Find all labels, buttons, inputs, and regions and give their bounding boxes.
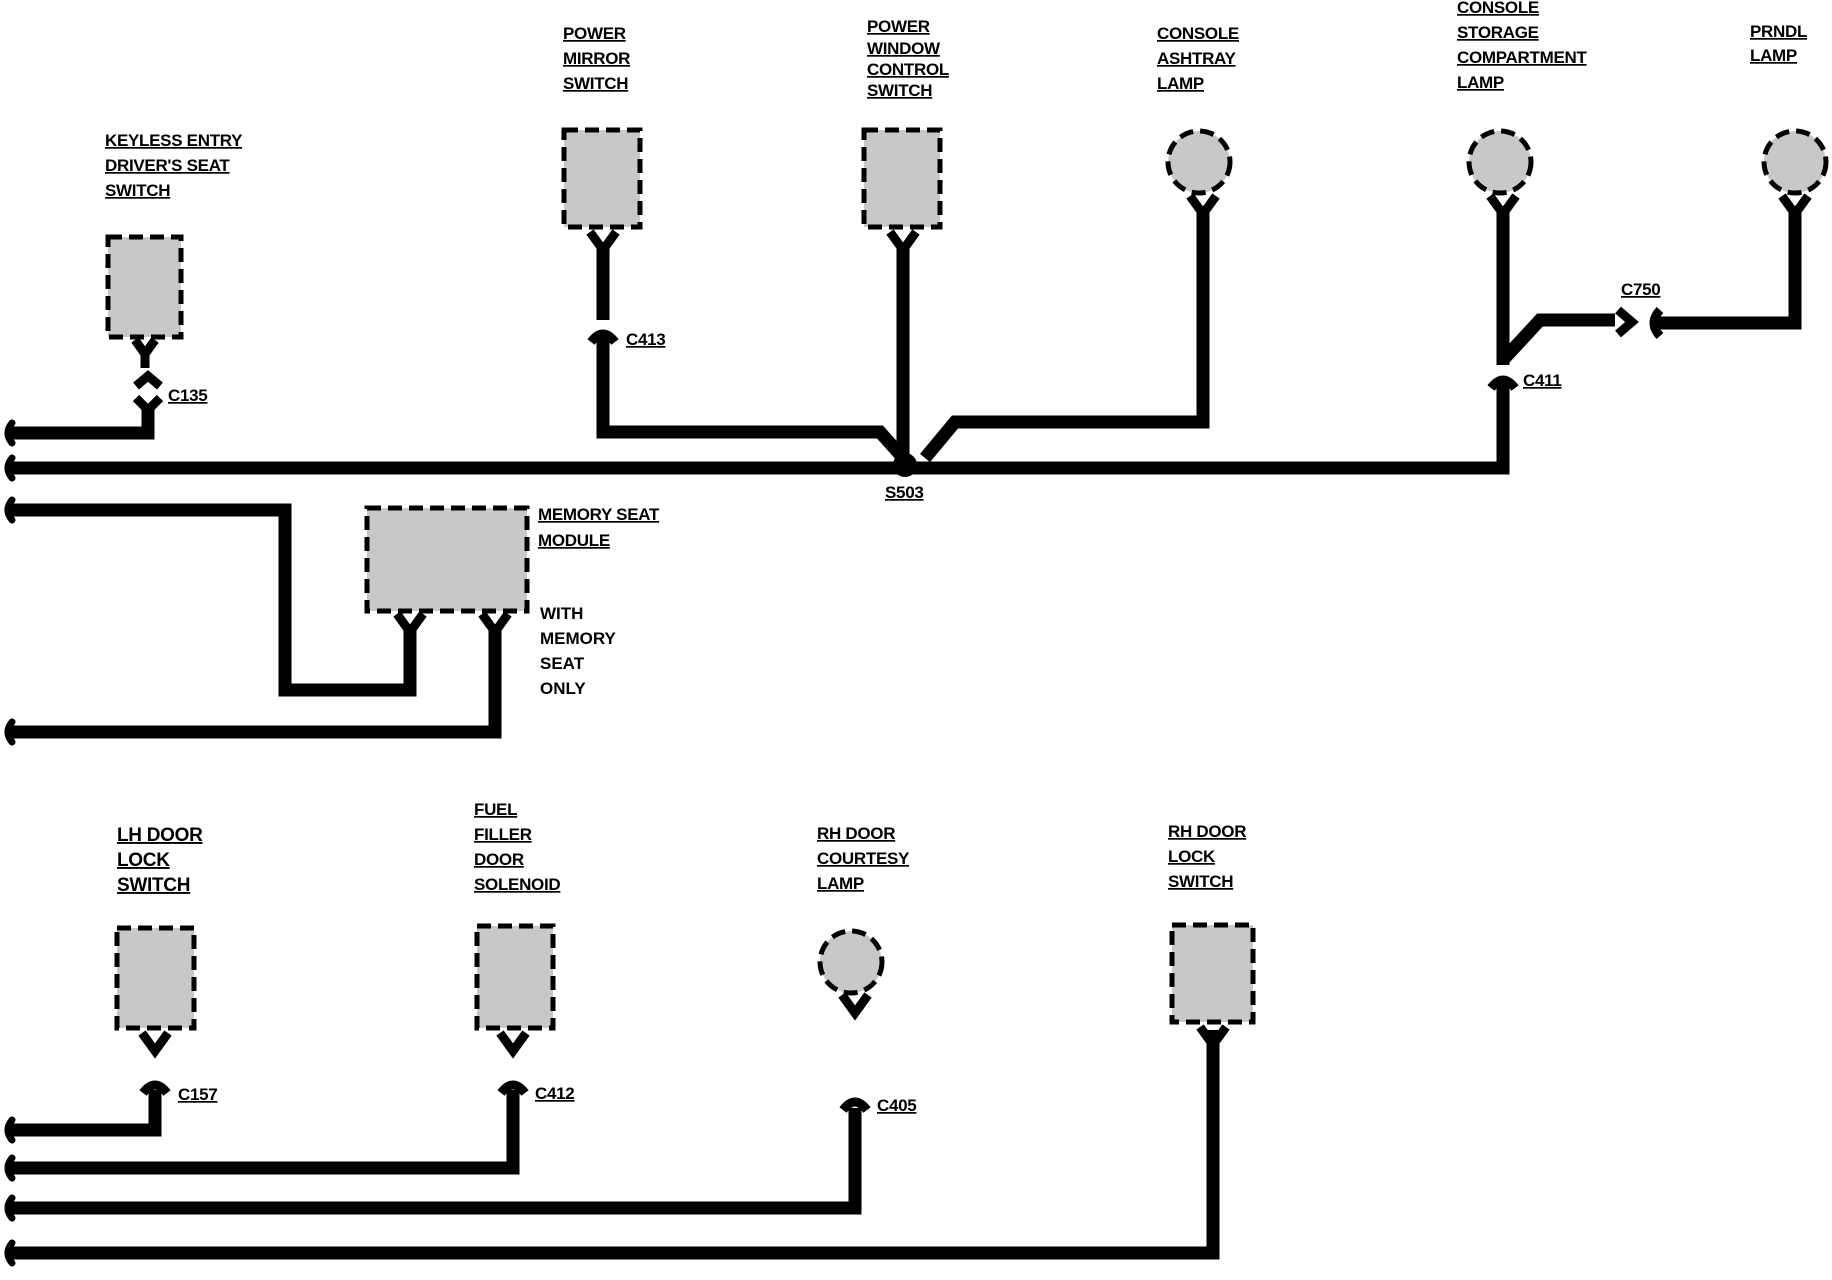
splice-label-s503: S503	[885, 483, 924, 502]
splice-s503-dot	[893, 453, 917, 477]
fuel-filler-solenoid-box	[474, 923, 556, 1031]
wire-branch-c750	[1498, 313, 1615, 365]
connector-label-c411: C411	[1523, 371, 1562, 390]
svg-text:LOCK: LOCK	[117, 850, 170, 871]
svg-text:ONLY: ONLY	[540, 679, 586, 698]
label-console-ashtray: CONSOLE ASHTRAY LAMP	[1157, 24, 1239, 93]
svg-text:SWITCH: SWITCH	[105, 181, 170, 200]
svg-text:MEMORY SEAT: MEMORY SEAT	[538, 505, 660, 524]
svg-text:DRIVER'S SEAT: DRIVER'S SEAT	[105, 156, 230, 175]
label-memory-seat: MEMORY SEAT MODULE	[538, 505, 660, 550]
power-window-switch-box	[861, 127, 943, 230]
label-console-storage: CONSOLE STORAGE COMPARTMENT LAMP	[1457, 0, 1588, 92]
label-keyless-entry: KEYLESS ENTRY DRIVER'S SEAT SWITCH	[105, 131, 243, 200]
wire-memory-seat-a	[10, 503, 417, 697]
label-rh-door-lock: RH DOOR LOCK SWITCH	[1168, 822, 1247, 891]
svg-text:MEMORY: MEMORY	[540, 629, 617, 648]
connector-label-c413: C413	[626, 330, 665, 349]
svg-text:SOLENOID: SOLENOID	[474, 875, 560, 894]
wire-power-mirror-lower	[596, 335, 910, 465]
svg-text:KEYLESS ENTRY: KEYLESS ENTRY	[105, 131, 243, 150]
svg-text:SWITCH: SWITCH	[117, 875, 190, 896]
connector-symbols	[132, 306, 1664, 1113]
label-rh-door-courtesy: RH DOOR COURTESY LAMP	[817, 824, 910, 893]
rh-door-courtesy-lamp-bulb	[817, 928, 885, 996]
svg-text:ASHTRAY: ASHTRAY	[1157, 49, 1236, 68]
svg-text:RH DOOR: RH DOOR	[1168, 822, 1246, 841]
wire-s503-to-c411	[905, 380, 1510, 475]
svg-text:FUEL: FUEL	[474, 800, 517, 819]
wire-rh-door-lock	[10, 1030, 1220, 1260]
console-ashtray-lamp-bulb	[1165, 128, 1233, 196]
wire-console-ashtray	[920, 208, 1210, 463]
keyless-entry-switch-box	[105, 234, 184, 340]
svg-text:SEAT: SEAT	[540, 654, 585, 673]
svg-text:LAMP: LAMP	[1750, 46, 1797, 65]
svg-text:COURTESY: COURTESY	[817, 849, 910, 868]
label-fuel-filler: FUEL FILLER DOOR SOLENOID	[474, 800, 561, 894]
svg-text:CONSOLE: CONSOLE	[1457, 0, 1539, 17]
svg-text:LAMP: LAMP	[1457, 73, 1504, 92]
svg-text:DOOR: DOOR	[474, 850, 524, 869]
svg-text:POWER: POWER	[867, 17, 930, 36]
lh-door-lock-switch-box	[114, 925, 197, 1031]
power-mirror-switch-box	[561, 127, 643, 230]
component-pins	[131, 193, 1812, 1059]
svg-text:LAMP: LAMP	[1157, 74, 1204, 93]
svg-text:SWITCH: SWITCH	[867, 81, 932, 100]
connector-label-c405: C405	[877, 1096, 916, 1115]
svg-text:WINDOW: WINDOW	[867, 39, 941, 58]
console-storage-lamp-bulb	[1466, 128, 1534, 196]
rh-door-lock-switch-box	[1169, 922, 1256, 1025]
connector-label-c157: C157	[178, 1085, 217, 1104]
svg-text:LOCK: LOCK	[1168, 847, 1216, 866]
svg-text:STORAGE: STORAGE	[1457, 23, 1539, 42]
svg-text:PRNDL: PRNDL	[1750, 22, 1807, 41]
svg-text:WITH: WITH	[540, 604, 583, 623]
label-power-window: POWER WINDOW CONTROL SWITCH	[867, 17, 949, 100]
svg-text:COMPARTMENT: COMPARTMENT	[1457, 48, 1587, 67]
label-prndl: PRNDL LAMP	[1750, 22, 1807, 65]
svg-text:FILLER: FILLER	[474, 825, 532, 844]
svg-text:SWITCH: SWITCH	[563, 74, 628, 93]
wire-fuel-filler	[10, 1090, 520, 1175]
svg-text:RH DOOR: RH DOOR	[817, 824, 895, 843]
wire-continuation-hooks	[4, 419, 16, 1267]
wire-rh-door-courtesy	[10, 1108, 862, 1215]
svg-text:CONSOLE: CONSOLE	[1157, 24, 1239, 43]
svg-text:SWITCH: SWITCH	[1168, 872, 1233, 891]
wire-memory-seat-b	[10, 625, 502, 739]
connector-label-c750: C750	[1621, 280, 1660, 299]
label-lh-door-lock: LH DOOR LOCK SWITCH	[117, 825, 203, 896]
svg-text:LH DOOR: LH DOOR	[117, 825, 203, 846]
prndl-lamp-bulb	[1761, 128, 1829, 196]
svg-text:LAMP: LAMP	[817, 874, 864, 893]
svg-text:MODULE: MODULE	[538, 531, 610, 550]
svg-text:POWER: POWER	[563, 24, 626, 43]
connector-label-c412: C412	[535, 1084, 574, 1103]
wire-prndl	[1655, 210, 1802, 330]
wire-keyless-entry	[10, 410, 155, 440]
connector-label-c135: C135	[168, 386, 207, 405]
memory-seat-module-box	[364, 505, 530, 614]
svg-text:MIRROR: MIRROR	[563, 49, 630, 68]
label-power-mirror: POWER MIRROR SWITCH	[563, 24, 630, 93]
wire-lh-door-lock	[10, 1090, 162, 1137]
svg-text:CONTROL: CONTROL	[867, 60, 949, 79]
label-memory-seat-note: WITH MEMORY SEAT ONLY	[540, 604, 617, 698]
